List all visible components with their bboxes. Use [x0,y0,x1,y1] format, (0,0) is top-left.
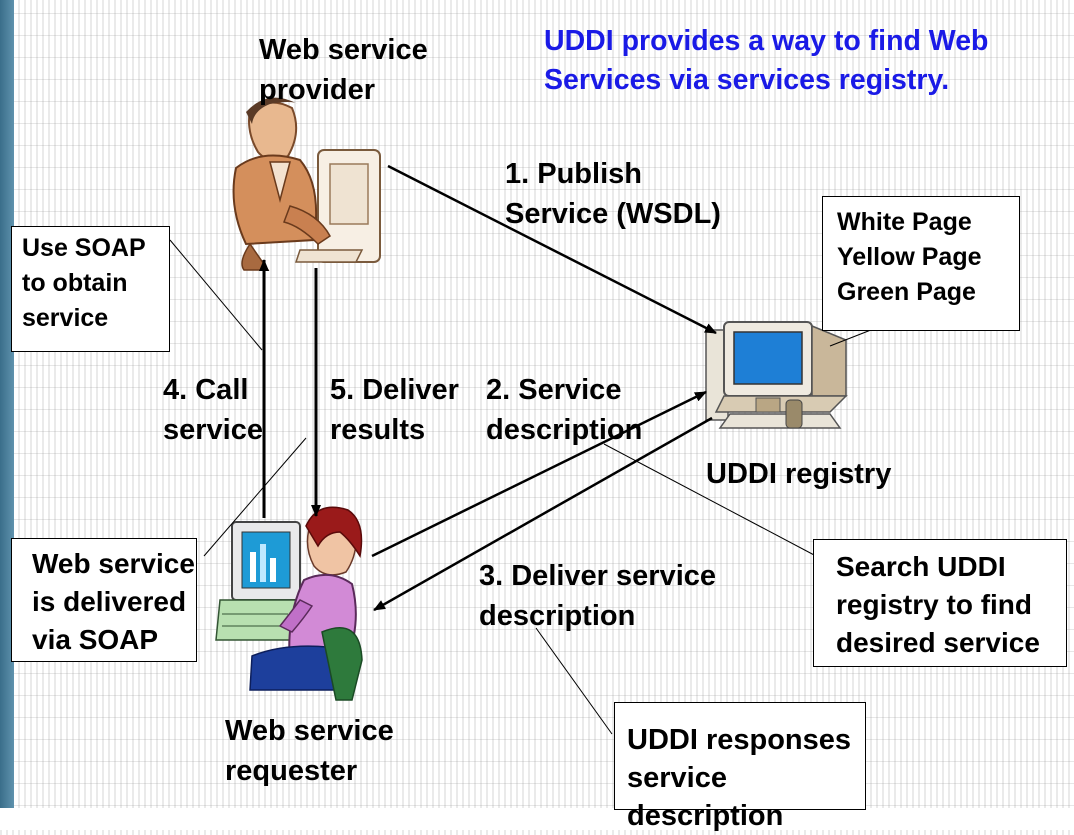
desktop-computer-icon [705,321,848,429]
step-deliver-description-label: 3. Deliver service description [479,560,717,632]
service-description-arrow [371,390,707,558]
uddi-responses-callout-line [535,627,613,735]
left-accent-bar [0,0,14,830]
man-at-computer-icon [232,97,381,271]
search-uddi-callout: Search UDDI registry to find desired ser… [813,539,1067,667]
step-deliver-results-label: 5. Deliver results [330,374,459,446]
step-service-description-label: 2. Service description [486,374,643,446]
delivered-soap-callout-line [203,437,307,557]
search-uddi-callout-line [603,443,817,557]
pages-callout: White Page Yellow Page Green Page [822,196,1020,331]
provider-label: Web service provider [259,34,428,106]
deliver-description-arrow [373,416,713,612]
bottom-strip [0,808,1074,830]
delivered-soap-callout: Web service is delivered via SOAP [11,538,197,662]
pages-callout-line [829,327,877,347]
headline: UDDI provides a way to find Web Services… [544,25,989,96]
registry-label: UDDI registry [706,458,892,490]
step-publish-label: 1. Publish Service (WSDL) [505,158,721,230]
step-call-service-label: 4. Call service [163,374,263,446]
requester-label: Web service requester [225,715,394,787]
use-soap-callout-line [169,239,263,351]
use-soap-callout: Use SOAP to obtain service [11,226,170,352]
publish-arrow [387,164,717,335]
woman-at-computer-icon [215,506,363,701]
uddi-responses-callout: UDDI responses service description [614,702,866,832]
